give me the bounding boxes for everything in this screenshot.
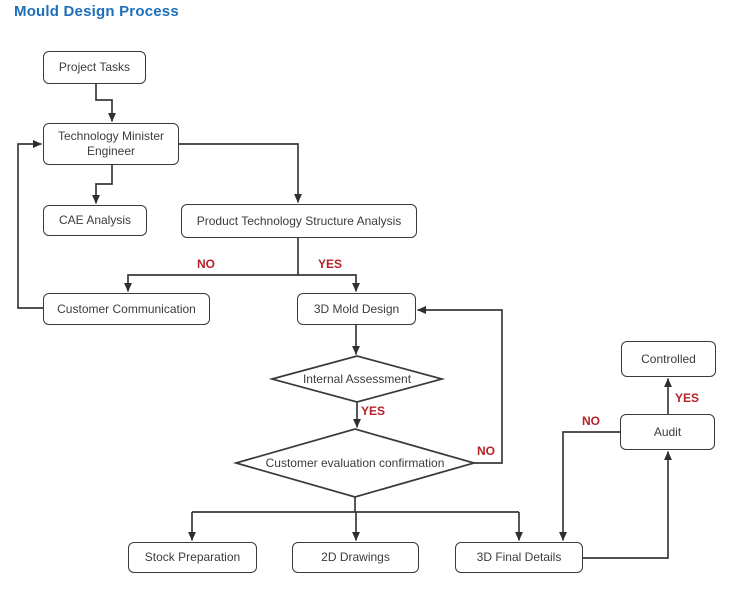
edge-ptsa-yes-to-mold-design [298,274,360,292]
edge-project-to-minister [95,84,116,122]
edge-minister-to-cae [92,165,113,204]
node-product-technology-structure-analysis: Product Technology Structure Analysis [181,204,417,238]
edge-audit-no-to-final-details [559,431,620,541]
diamond-label-internal-assessment: Internal Assessment [302,372,412,386]
edge-final-details-to-audit [583,451,672,559]
node-customer-communication: Customer Communication [43,293,210,325]
node-controlled: Controlled [621,341,716,377]
node-2d-drawings: 2D Drawings [292,542,419,573]
branch-label-eval-no: NO [477,444,495,458]
node-3d-mold-design: 3D Mold Design [297,293,416,325]
edge-ptsa-no-to-customer-comm [124,238,299,292]
branch-label-internal-yes: YES [360,404,386,418]
node-stock-preparation: Stock Preparation [128,542,257,573]
node-cae-analysis: CAE Analysis [43,205,147,236]
node-project-tasks: Project Tasks [43,51,146,84]
branch-label-audit-yes: YES [674,391,700,405]
diamond-customer-evaluation [232,428,478,498]
node-technology-minister-engineer: Technology Minister Engineer [43,123,179,165]
node-audit: Audit [620,414,715,450]
diamond-internal-assessment [268,355,446,403]
edge-minister-to-ptsa [179,143,302,203]
branch-label-audit-no: NO [582,414,600,428]
branch-label-ptsa-yes: YES [317,257,343,271]
diamond-label-customer-evaluation: Customer evaluation confirmation [265,456,445,470]
page-title: Mould Design Process [14,3,179,20]
edge-customer-comm-to-minister [17,140,43,309]
edge-eval-no-to-mold-design [417,306,503,464]
node-3d-final-details: 3D Final Details [455,542,583,573]
branch-label-ptsa-no: NO [197,257,215,271]
